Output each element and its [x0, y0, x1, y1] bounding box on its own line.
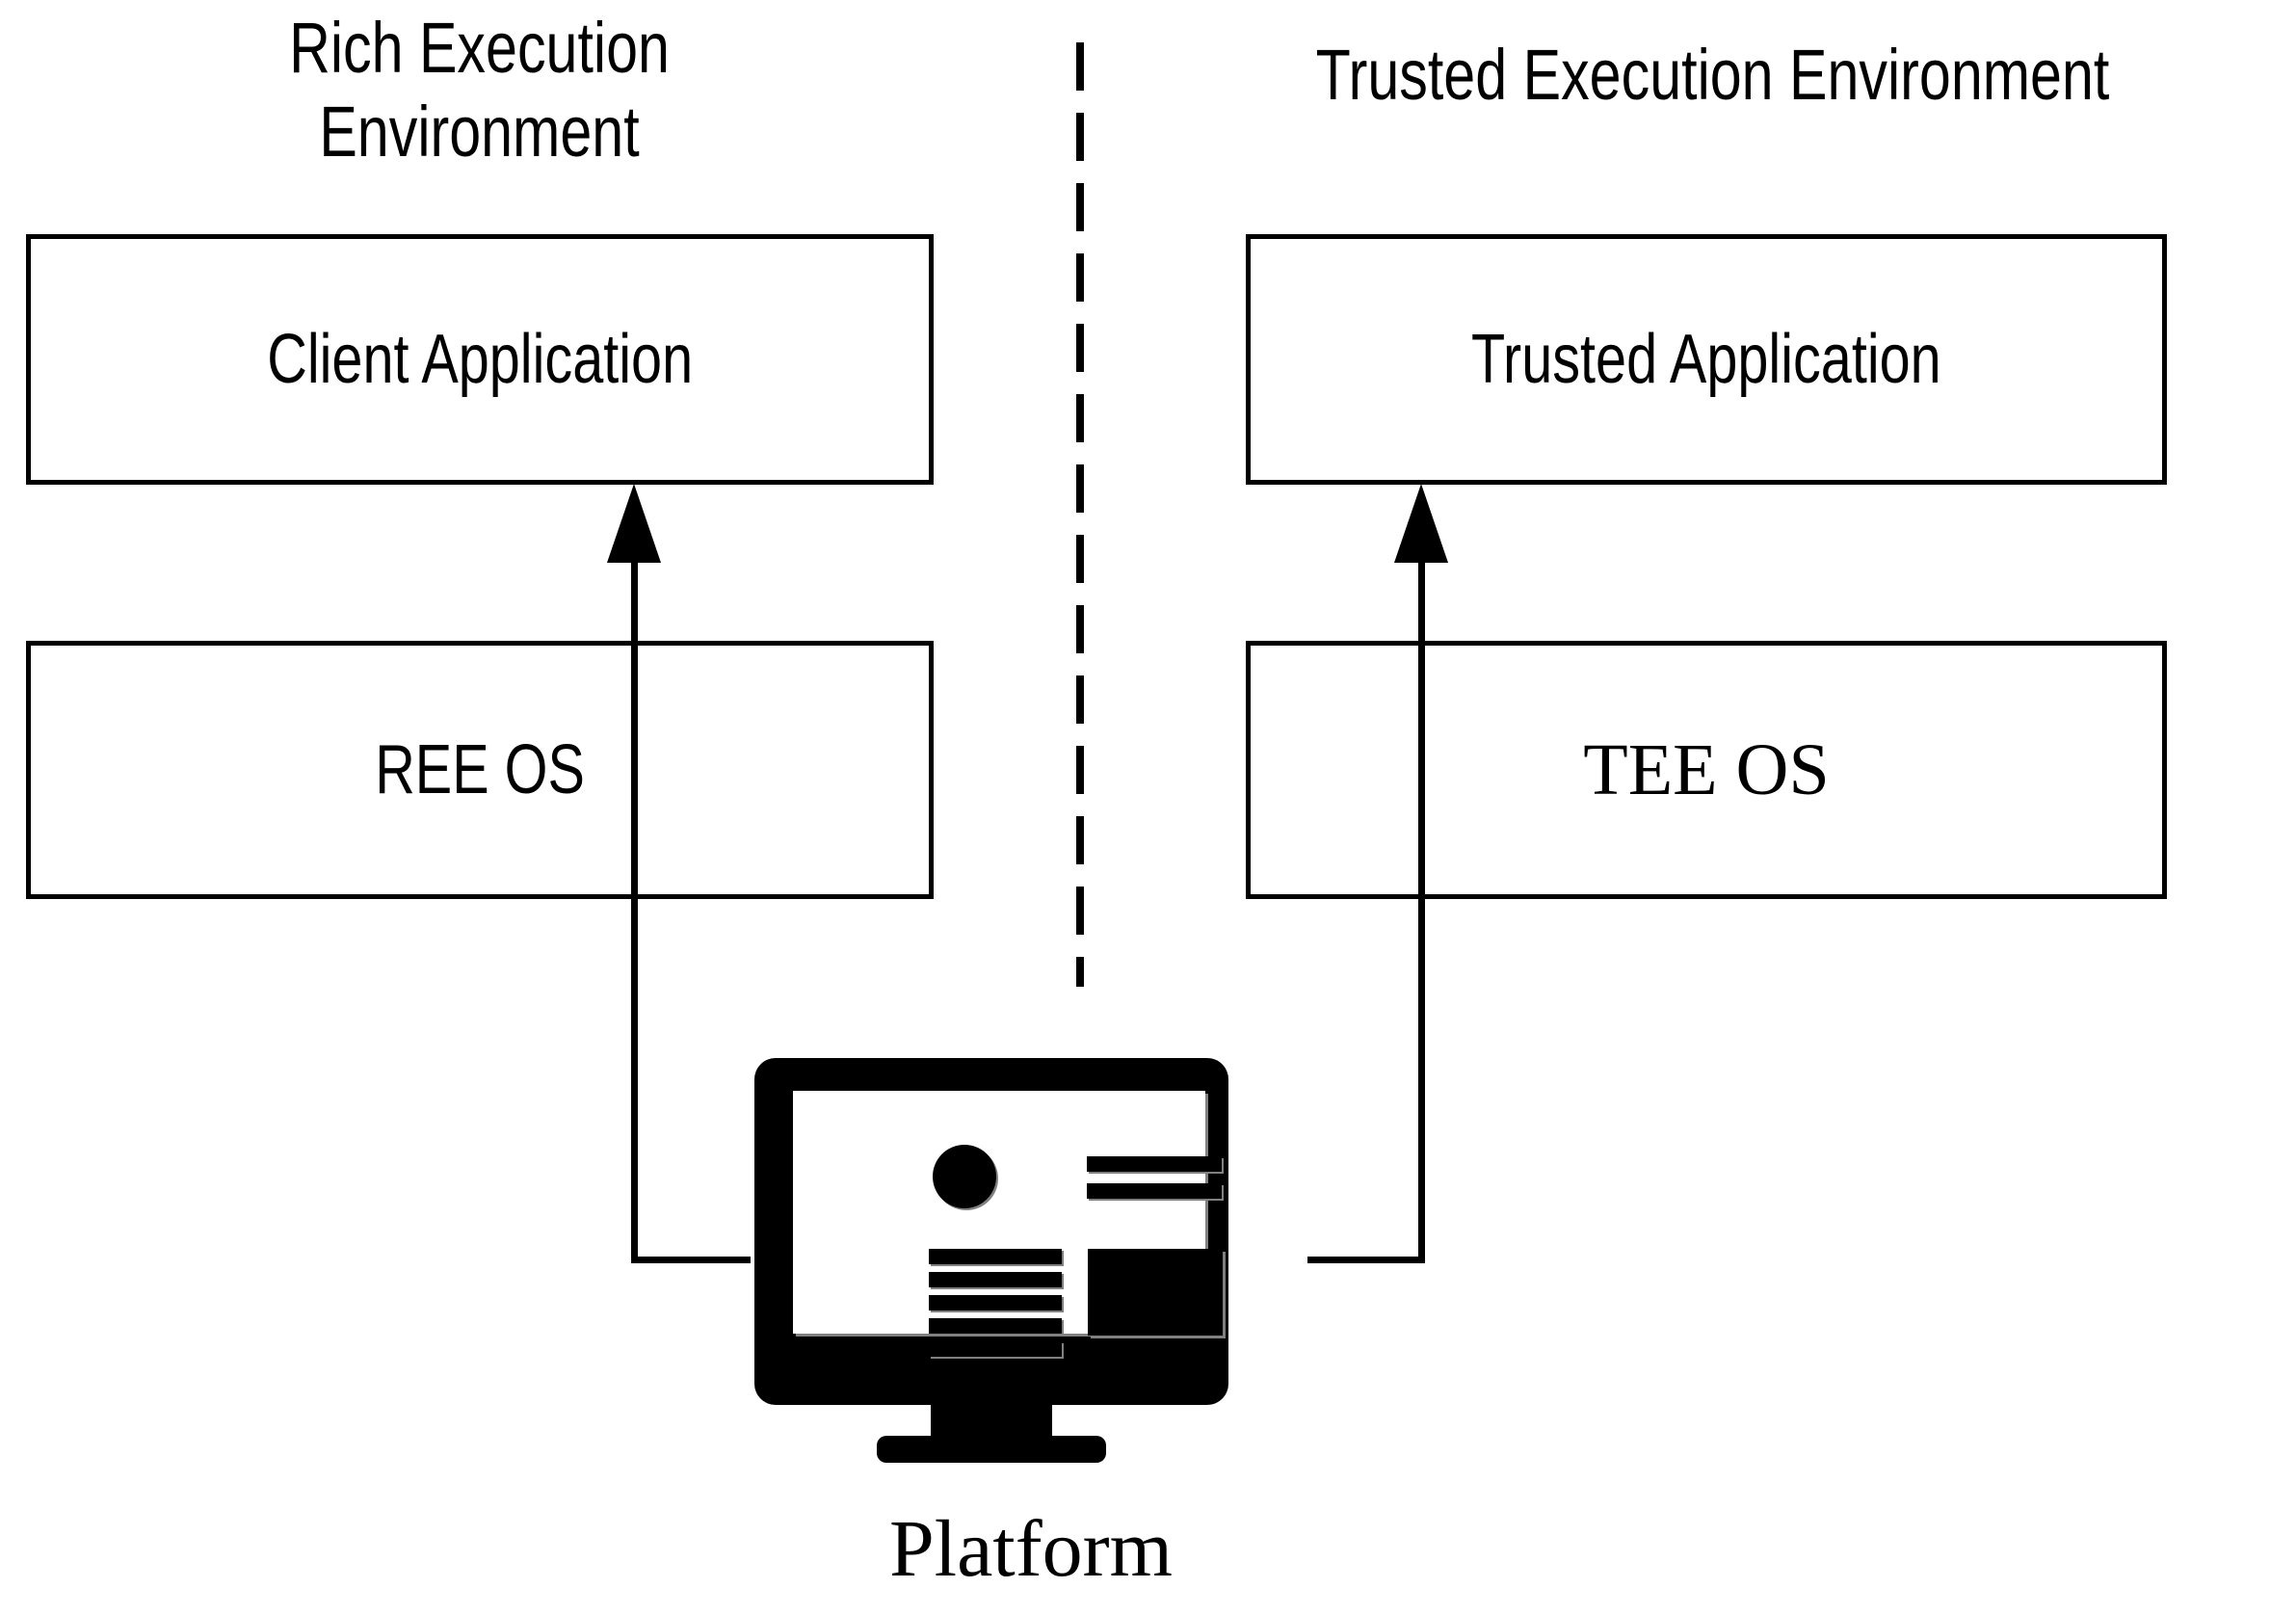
screen-text-bar — [1087, 1183, 1222, 1199]
monitor-bezel — [754, 1058, 1228, 1405]
screen-image-block — [1088, 1249, 1223, 1336]
tee-connector-vertical-line — [1418, 559, 1425, 1263]
tee-os-box: TEE OS — [1246, 641, 2167, 899]
monitor-screen — [793, 1091, 1223, 1357]
ree-os-box: REE OS — [26, 641, 934, 899]
ree-connector-horizontal-line — [631, 1257, 751, 1263]
tee-connector-horizontal-line — [1307, 1257, 1425, 1263]
screen-circle-icon — [933, 1145, 996, 1208]
tee-os-label: TEE OS — [1583, 729, 1830, 810]
monitor-icon — [747, 1058, 1238, 1463]
client-application-box: Client Application — [26, 234, 934, 485]
ree-os-label: REE OS — [375, 731, 585, 808]
ree-section-heading: Rich Execution Environment — [289, 8, 670, 172]
client-application-label: Client Application — [267, 321, 693, 398]
screen-text-bar — [1087, 1156, 1222, 1172]
trusted-application-box: Trusted Application — [1246, 234, 2167, 485]
screen-text-bar — [929, 1318, 1062, 1334]
ree-tee-divider — [1076, 42, 1084, 987]
screen-text-bar — [929, 1341, 1062, 1357]
tee-section-heading: Trusted Execution Environment — [1315, 35, 2110, 115]
ree-connector-vertical-line — [631, 559, 638, 1263]
platform-caption: Platform — [889, 1504, 1173, 1594]
screen-text-bar — [929, 1249, 1062, 1264]
screen-text-bar — [929, 1272, 1062, 1287]
screen-text-bar — [929, 1295, 1062, 1311]
ree-connector-arrowhead-icon — [607, 484, 661, 563]
tee-connector-arrowhead-icon — [1394, 484, 1448, 563]
monitor-stand-base — [877, 1436, 1106, 1463]
trusted-application-label: Trusted Application — [1471, 321, 1941, 398]
